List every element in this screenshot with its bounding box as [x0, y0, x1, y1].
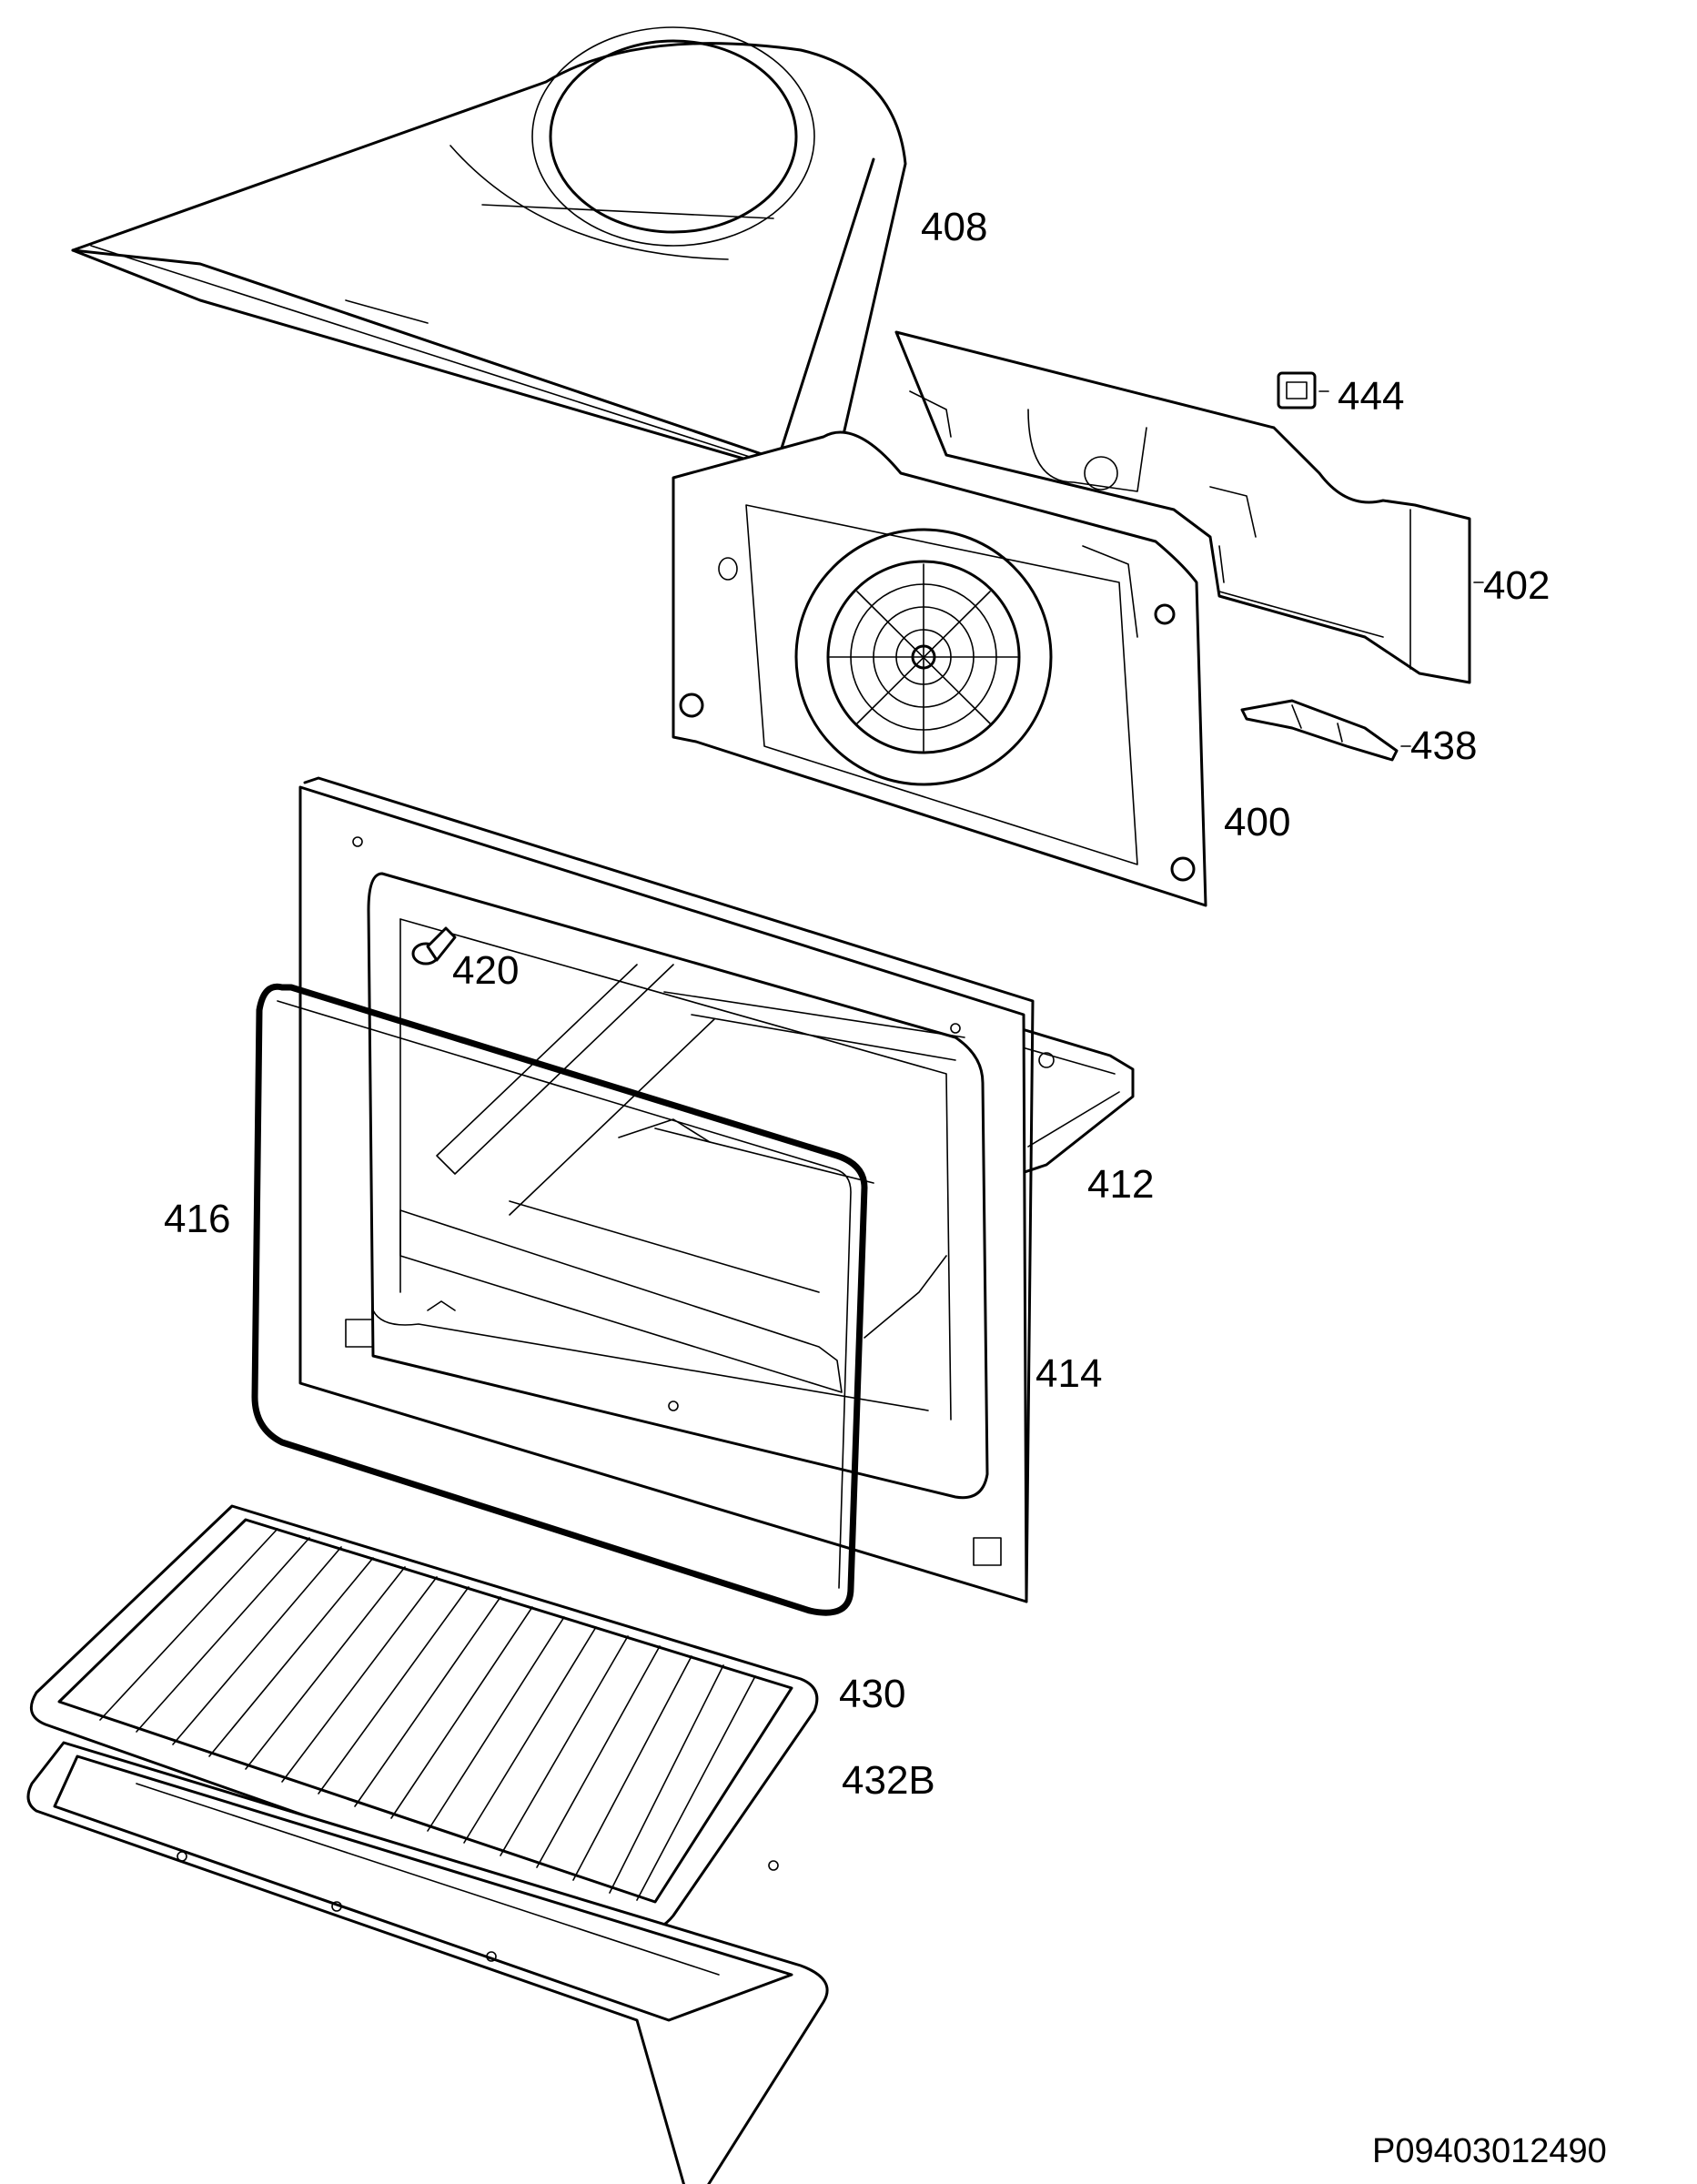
callout-416: 416: [164, 1197, 231, 1241]
fan-cover-part: [71, 26, 907, 492]
leader-lines: [1318, 390, 1484, 747]
callout-414: 414: [1035, 1351, 1103, 1396]
rear-panel-bracket-part: [894, 330, 1471, 684]
side-rail-part: [1017, 1026, 1135, 1176]
front-frame-part: [298, 776, 1035, 1603]
callout-402: 402: [1483, 563, 1551, 608]
callout-438: 438: [1410, 723, 1478, 768]
callout-432B: 432B: [842, 1758, 935, 1803]
baking-tray-part: [26, 1741, 829, 2184]
door-gasket-part: [251, 983, 868, 1616]
document-number: P09403012490: [1372, 2132, 1607, 2170]
back-wall-part: [672, 430, 1207, 907]
small-clip-part: [1277, 371, 1317, 410]
callout-430: 430: [839, 1672, 906, 1716]
callout-400: 400: [1224, 800, 1291, 844]
callout-444: 444: [1338, 374, 1405, 419]
bracket-clip-part: [1240, 699, 1399, 762]
callout-420: 420: [452, 948, 520, 993]
callout-412: 412: [1087, 1162, 1155, 1207]
screw-part: [411, 926, 457, 966]
callout-408: 408: [921, 205, 988, 249]
